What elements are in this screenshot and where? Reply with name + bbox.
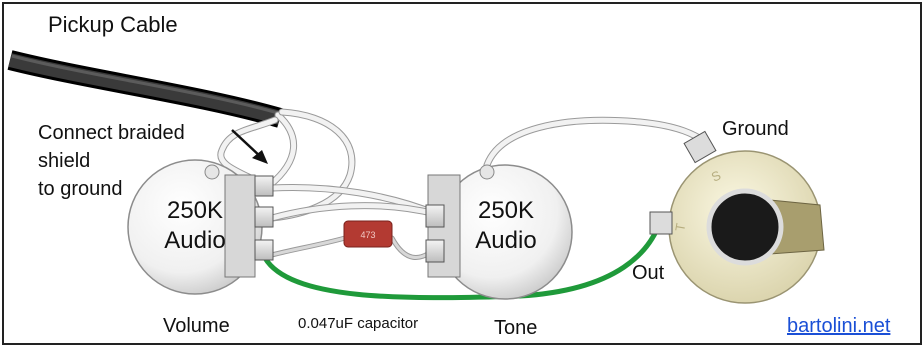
jack-hole — [706, 188, 784, 266]
capacitor-label: 0.047uF capacitor — [298, 315, 419, 332]
volume-pot-text: 250K Audio — [145, 196, 245, 256]
tone-pot-value: 250K — [477, 197, 535, 224]
tone-lug-1 — [425, 204, 445, 228]
volume-pot — [127, 159, 274, 295]
tone-solder-ground — [479, 164, 495, 180]
jack-sleeve-lug — [683, 130, 717, 164]
ground-label: Ground — [722, 118, 789, 140]
pickup-cable-label: Pickup Cable — [48, 12, 178, 37]
out-label: Out — [632, 262, 665, 284]
volume-label: Volume — [163, 315, 230, 337]
volume-solder-ground — [204, 164, 220, 180]
tone-pot — [425, 164, 573, 300]
pickup-cable — [7, 50, 283, 128]
connect-shield-label-line3: to ground — [38, 178, 123, 200]
capacitor-code: 473 — [360, 230, 375, 240]
volume-pot-value: 250K — [166, 197, 224, 224]
tone-pot-taper: Audio — [475, 227, 537, 254]
arrow-icon — [231, 129, 268, 164]
output-jack: S T — [649, 130, 825, 304]
connect-shield-label-line2: shield — [38, 150, 91, 172]
volume-lug-3 — [254, 239, 274, 261]
volume-pot-taper: Audio — [164, 227, 226, 254]
volume-lug-1 — [254, 175, 274, 197]
capacitor: 473 — [343, 220, 393, 248]
volume-lug-2 — [254, 206, 274, 228]
connect-shield-label-line1: Connect braided — [38, 122, 185, 144]
tone-pot-text: 250K Audio — [456, 196, 556, 256]
tone-label: Tone — [494, 317, 538, 339]
jack-tip-mark: T — [672, 222, 688, 232]
website-link[interactable]: bartolini.net — [787, 315, 891, 337]
tone-lug-2 — [425, 239, 445, 263]
jack-tip-lug — [649, 211, 673, 235]
